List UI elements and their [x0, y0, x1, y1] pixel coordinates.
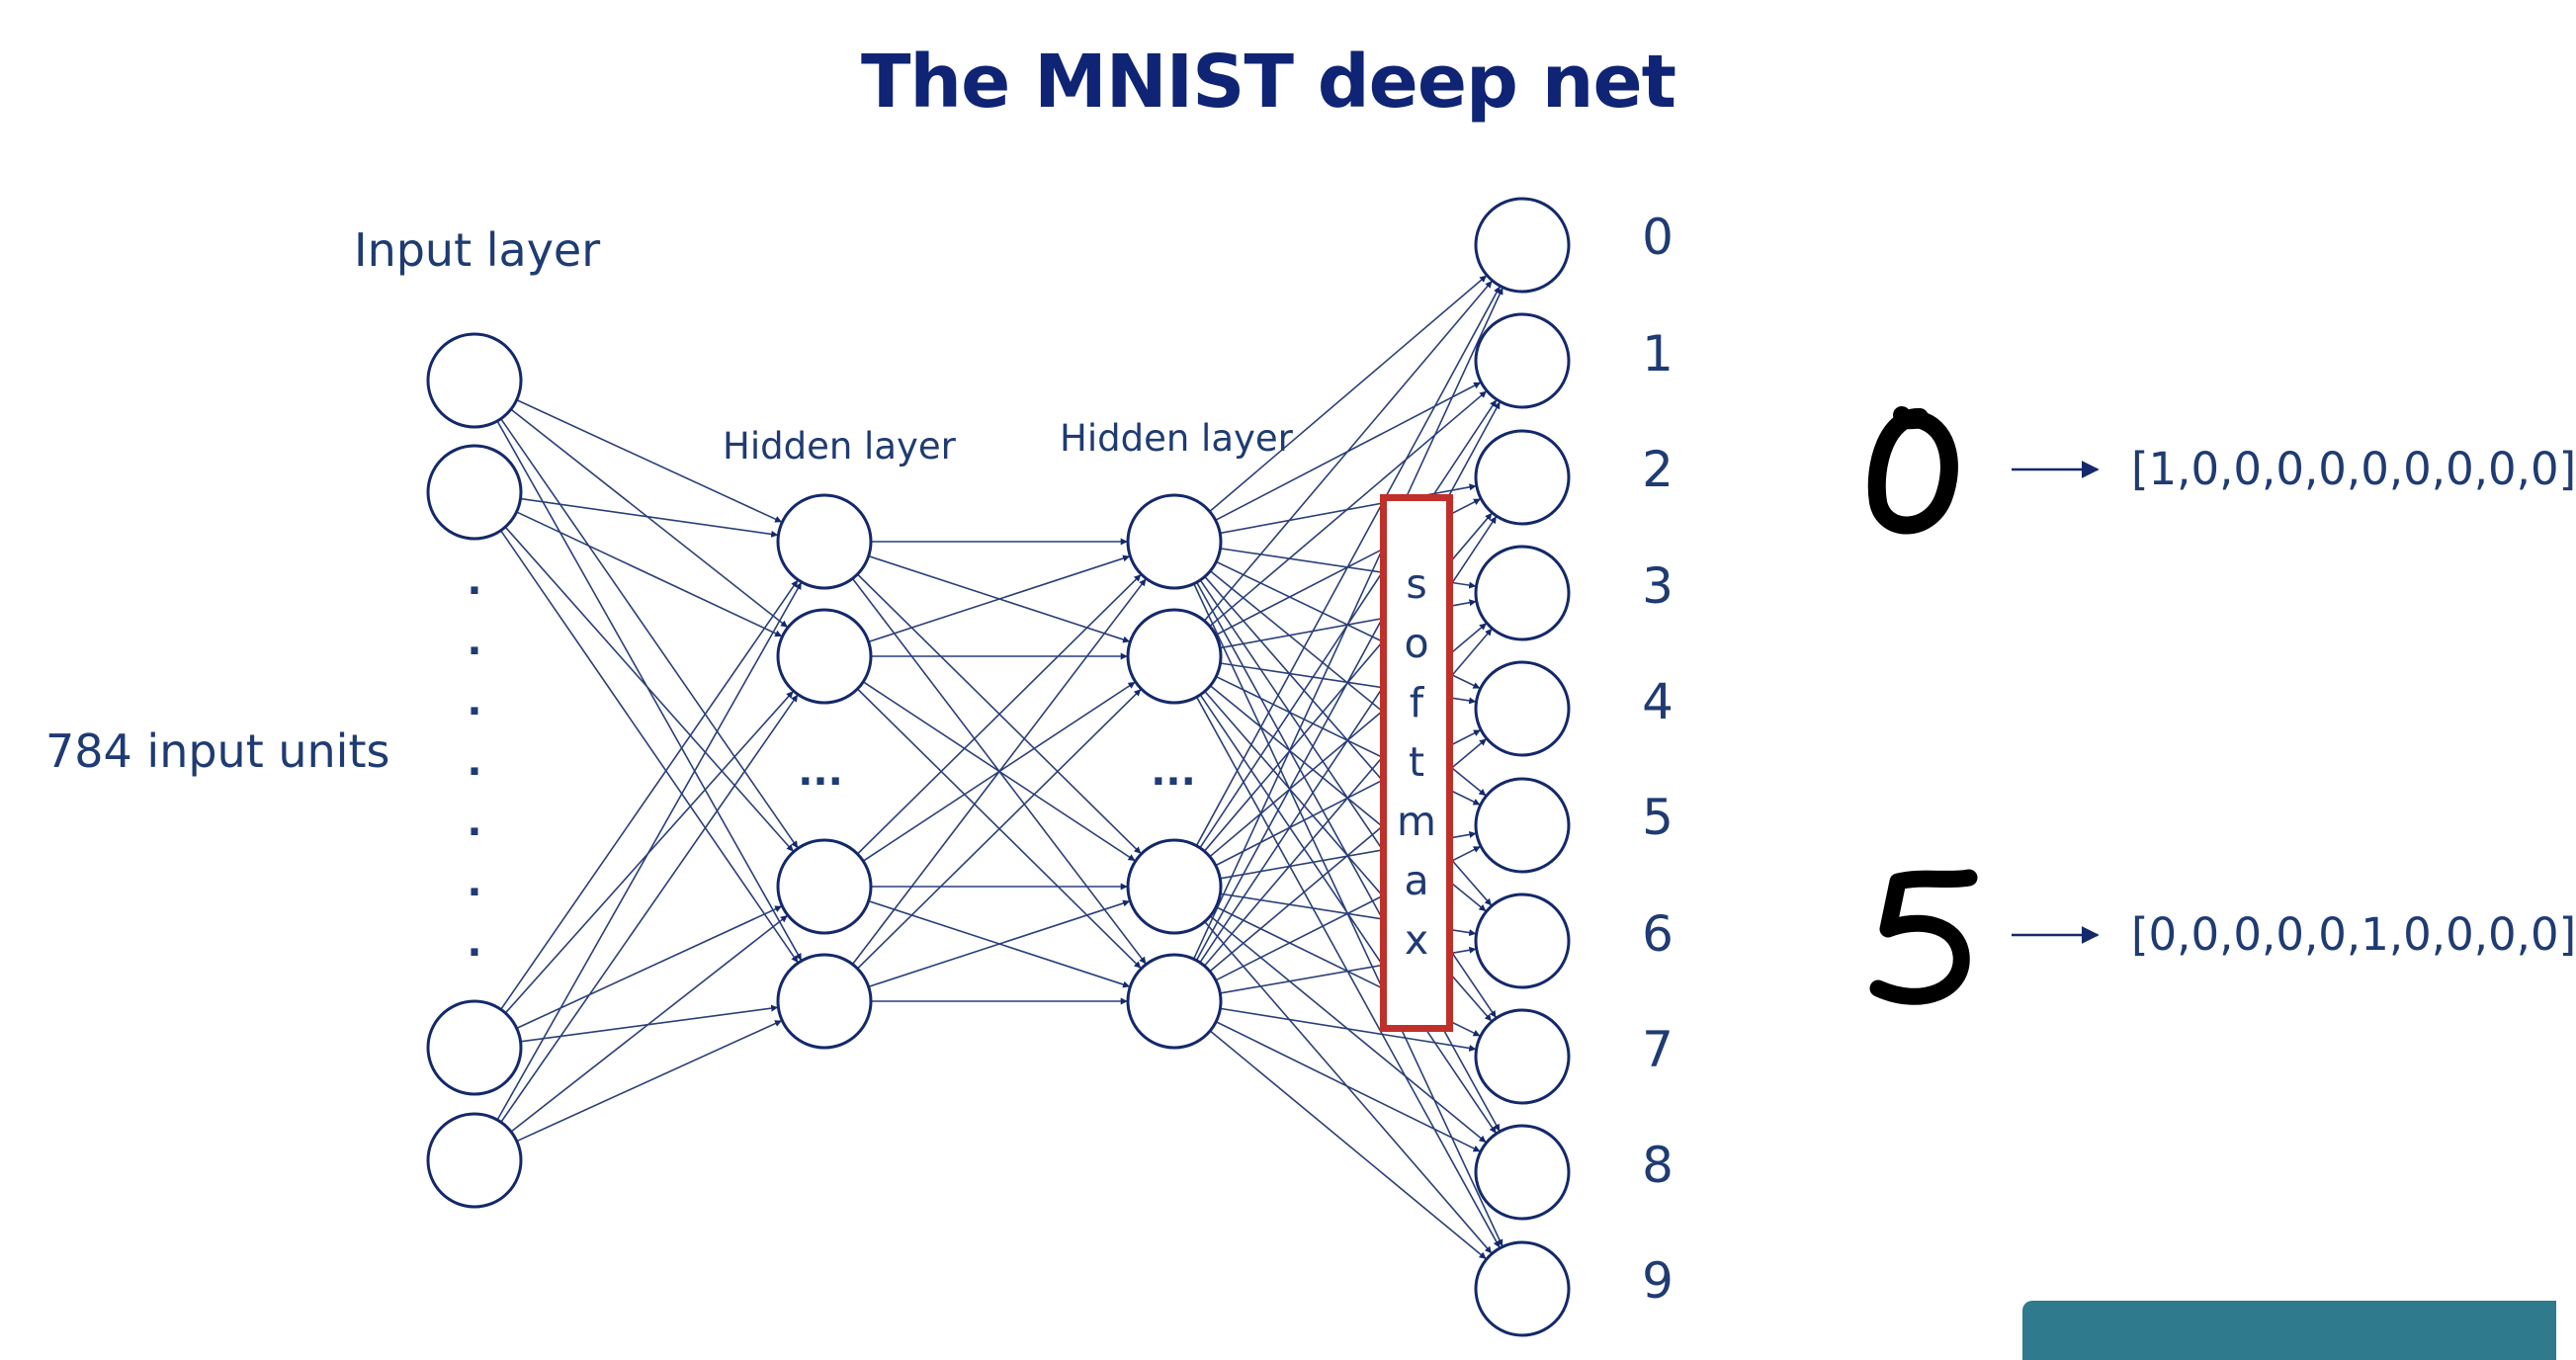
softmax-letter: a — [1404, 857, 1429, 904]
output-label: 3 — [1642, 557, 1674, 615]
input-neuron — [426, 444, 523, 541]
hidden-2-neuron — [1126, 953, 1223, 1050]
connection-edge — [516, 398, 783, 523]
connections — [496, 275, 1503, 1260]
connection-edge — [1209, 1030, 1487, 1260]
connection-edge — [520, 497, 779, 538]
connection-edge — [516, 905, 783, 1030]
network-diagram — [426, 197, 2100, 1337]
connection-edge — [496, 420, 803, 961]
hidden-2-neuron — [1126, 493, 1223, 590]
hidden-1-neuron — [776, 608, 873, 705]
output-label: 1 — [1642, 325, 1674, 382]
output-neuron — [1474, 1124, 1571, 1221]
connection-edge — [856, 574, 1142, 855]
connection-edge — [1209, 275, 1488, 513]
hidden-1-neuron — [776, 493, 873, 590]
connection-edge — [868, 554, 1131, 643]
handwritten-five-image — [1869, 869, 1978, 1005]
example-arrows — [2012, 461, 2100, 944]
connection-edge — [516, 1020, 782, 1143]
softmax-letter: t — [1408, 738, 1425, 786]
connection-edge — [510, 914, 788, 1133]
output-neuron — [1474, 545, 1571, 641]
output-neuron — [1474, 892, 1571, 989]
input-neuron — [426, 332, 523, 429]
connection-edge — [496, 582, 803, 1121]
slide: The MNIST deep net Input layer 784 input… — [45, 40, 2576, 1360]
connection-edge — [500, 694, 799, 1123]
output-label: 5 — [1642, 789, 1674, 846]
neurons — [426, 197, 1571, 1337]
connection-edge — [504, 526, 794, 852]
hidden-layer-1-ellipsis: ... — [798, 749, 843, 795]
input-dot: . — [467, 679, 482, 724]
hidden-layer-2-ellipsis: ... — [1151, 749, 1196, 795]
input-dot: . — [467, 920, 482, 966]
logo-badge — [2022, 1301, 2556, 1360]
softmax-letter: f — [1409, 679, 1424, 726]
output-neuron — [1474, 429, 1571, 526]
output-label: 2 — [1642, 441, 1674, 498]
hidden-1-neuron — [776, 953, 873, 1050]
connection-edge — [1209, 390, 1487, 628]
input-neuron — [426, 1112, 523, 1209]
connection-edge — [851, 578, 1147, 966]
output-neuron — [1474, 197, 1571, 294]
connection-edge — [516, 511, 783, 638]
slide-title: The MNIST deep net — [860, 40, 1676, 125]
input-neuron — [426, 999, 523, 1096]
input-units-label: 784 input units — [45, 724, 390, 778]
connection-edge — [1215, 1021, 1481, 1152]
softmax-letter: s — [1406, 560, 1427, 608]
output-label: 9 — [1642, 1252, 1674, 1310]
input-dot: . — [467, 860, 482, 905]
input-dot: . — [467, 619, 482, 664]
connection-edge — [1195, 286, 1501, 847]
output-label: 7 — [1642, 1021, 1674, 1078]
output-neuron — [1474, 1008, 1571, 1105]
connection-edge — [1203, 281, 1493, 622]
connection-edge — [856, 689, 1142, 970]
softmax-letter: m — [1397, 798, 1436, 845]
input-dot: . — [467, 739, 482, 785]
softmax-box: s o f t m a x — [1380, 494, 1453, 1032]
input-layer-label: Input layer — [354, 223, 601, 277]
connection-edge — [499, 530, 799, 964]
hidden-2-neuron — [1126, 838, 1223, 935]
input-dot: . — [467, 558, 482, 604]
one-hot-vector-zero: [1,0,0,0,0,0,0,0,0,0] — [2131, 443, 2576, 495]
output-label: 8 — [1642, 1137, 1674, 1194]
connection-edge — [1220, 1007, 1477, 1052]
input-dot: . — [467, 800, 482, 845]
handwritten-zero-image — [1867, 406, 1958, 535]
hidden-1-neuron — [776, 838, 873, 935]
hidden-2-neuron — [1126, 608, 1223, 705]
output-neuron — [1474, 660, 1571, 757]
hidden-layer-2-label: Hidden layer — [1060, 417, 1293, 460]
output-label: 4 — [1642, 673, 1674, 730]
connection-edge — [500, 418, 799, 849]
output-label: 0 — [1642, 209, 1674, 266]
connection-edge — [868, 899, 1131, 988]
connection-edge — [1192, 287, 1503, 960]
output-neuron — [1474, 312, 1571, 409]
softmax-letter: x — [1404, 916, 1429, 964]
softmax-letter: o — [1404, 620, 1429, 667]
output-neuron — [1474, 1240, 1571, 1337]
output-label: 6 — [1642, 905, 1674, 963]
connection-edge — [1195, 401, 1501, 962]
connection-edge — [500, 579, 799, 1010]
hidden-layer-1-label: Hidden layer — [723, 425, 956, 468]
output-neuron — [1474, 777, 1571, 874]
connection-edge — [510, 408, 788, 628]
one-hot-vector-five: [0,0,0,0,0,1,0,0,0,0] — [2131, 908, 2576, 961]
